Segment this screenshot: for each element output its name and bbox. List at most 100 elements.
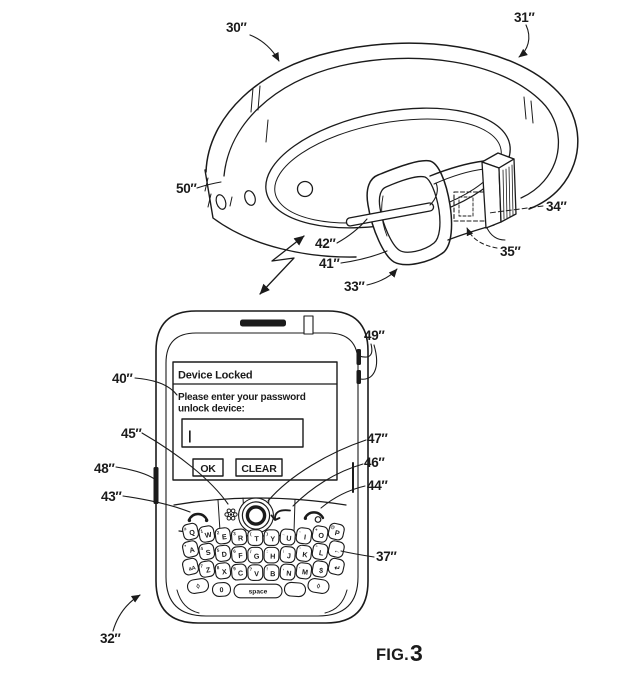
key-main-label: B	[270, 569, 275, 578]
ref-label-43: 43″	[101, 489, 122, 504]
keyboard-key-O[interactable]: O+	[311, 525, 329, 543]
keyboard-key-C[interactable]: C9	[230, 563, 248, 581]
keyboard-key-L[interactable]: L"	[311, 542, 329, 561]
key-main-label: $	[318, 566, 323, 576]
key-main-label: C	[238, 568, 244, 577]
ref-label-35: 35″	[500, 244, 521, 259]
keyboard-key-X[interactable]: X8	[214, 562, 232, 580]
key-alt-label: ,	[283, 565, 285, 570]
key-alt-label: !	[266, 566, 268, 571]
ref-label-30: 30″	[226, 20, 247, 35]
key-main-label: V	[254, 569, 259, 578]
ref-label-41: 41″	[319, 256, 340, 271]
keyboard-key-aA[interactable]: aA	[181, 557, 200, 576]
keyboard-key-P[interactable]: P@	[327, 522, 345, 541]
sym-key[interactable]	[283, 581, 307, 598]
leader-44	[320, 485, 366, 509]
keyboard-key-G[interactable]: G/	[247, 546, 264, 564]
keyboard-key-Q[interactable]: Q#	[181, 522, 200, 541]
keyboard-key-H[interactable]: H:	[263, 546, 280, 564]
keyboard-key-↵[interactable]: ↵	[327, 557, 345, 576]
ref-label-46: 46″	[364, 455, 385, 470]
leader-42	[336, 218, 368, 244]
space-key[interactable]: space	[233, 583, 283, 599]
earpiece-speaker	[240, 319, 286, 327]
keyboard-key-$[interactable]: $	[311, 560, 329, 578]
figure-caption: FIG. 3	[376, 640, 423, 666]
key-main-label: N	[286, 569, 292, 578]
leader-34	[488, 205, 544, 214]
keyboard-key-S[interactable]: S4	[198, 542, 216, 561]
hidden-sensor-inner	[458, 196, 474, 217]
key-alt-label: ?	[249, 566, 252, 571]
ref-label-37: 37″	[376, 549, 397, 564]
key-alt-label: )	[266, 531, 268, 536]
qwerty-keyboard: Q#W1E2R3T(Y)U_I-O+P@A*S4D5F6G/H:J;K'L"←a…	[181, 522, 345, 599]
key-main-label: S	[205, 548, 211, 558]
ok-button[interactable]: OK	[192, 458, 224, 477]
leader-48	[115, 466, 157, 481]
right-shift-key[interactable]: ◊	[307, 578, 330, 595]
leader-33	[366, 268, 398, 286]
keyboard-key-Y[interactable]: Y)	[263, 529, 280, 547]
left-shift-key[interactable]: ◊	[186, 578, 210, 595]
keyboard-key-N[interactable]: N,	[279, 563, 296, 581]
top-mute-key[interactable]	[303, 315, 314, 335]
keyboard-key-A[interactable]: A*	[181, 540, 200, 558]
key-alt-label: _	[281, 530, 285, 535]
keyboard-key-I[interactable]: I-	[295, 527, 313, 545]
key-main-label: O	[318, 530, 325, 540]
figure-caption-number: 3	[410, 640, 423, 666]
keyboard-key-K[interactable]: K'	[295, 544, 313, 562]
keyboard-key-D[interactable]: D5	[214, 544, 232, 562]
zero-key[interactable]: 0	[211, 581, 232, 598]
strap-hole	[244, 190, 256, 206]
key-alt-label: -	[299, 529, 302, 534]
keyboard-key-E[interactable]: E2	[214, 527, 232, 545]
keyboard-key-U[interactable]: U_	[279, 528, 296, 546]
keyboard-key-T[interactable]: T(	[247, 529, 264, 547]
key-alt-label: 2	[217, 530, 221, 535]
call-handset-icon	[187, 512, 209, 523]
trackball[interactable]	[238, 497, 274, 534]
ref-label-47: 47″	[367, 431, 388, 446]
leader-31	[518, 24, 530, 58]
leader-49b	[359, 344, 378, 380]
keyboard-key-M[interactable]: M.	[295, 562, 313, 580]
clear-button-label: CLEAR	[241, 463, 277, 475]
password-input[interactable]	[181, 418, 304, 448]
back-arrow-icon	[270, 509, 291, 521]
keyboard-key-J[interactable]: J;	[279, 546, 296, 564]
key-alt-label: *	[184, 544, 187, 549]
key-alt-label: /	[250, 549, 252, 554]
keyboard-key-V[interactable]: V?	[247, 564, 264, 582]
right-side-key-lower[interactable]	[356, 370, 362, 384]
key-main-label: H	[270, 552, 275, 561]
leader-50	[196, 181, 222, 189]
keyboard-key-W[interactable]: W1	[198, 525, 216, 543]
key-alt-label: '	[299, 547, 301, 552]
end-key[interactable]	[295, 501, 335, 530]
password-prompt-line2: unlock device:	[178, 404, 245, 415]
ref-label-42: 42″	[315, 236, 336, 251]
end-call-icon	[303, 511, 325, 523]
key-main-label: ◊	[196, 583, 201, 591]
left-convenience-key[interactable]	[153, 467, 159, 504]
keyboard-key-B[interactable]: B!	[263, 564, 280, 582]
keyboard-key-R[interactable]: R3	[230, 528, 248, 546]
key-main-label: I	[304, 532, 307, 541]
key-alt-label: 4	[200, 546, 204, 551]
key-main-label: L	[318, 548, 324, 558]
menu-key[interactable]	[218, 499, 243, 528]
ref-label-31: 31″	[514, 10, 535, 25]
keyboard-key-Z[interactable]: Z7	[198, 560, 216, 578]
back-key[interactable]	[269, 499, 294, 528]
key-main-label: M	[302, 567, 309, 577]
keyboard-key-F[interactable]: F6	[230, 546, 248, 564]
keyboard-key-←[interactable]: ←	[327, 540, 345, 558]
call-key[interactable]	[178, 501, 216, 530]
key-alt-label: "	[315, 544, 318, 549]
key-main-label: K	[302, 550, 309, 560]
clear-button[interactable]: CLEAR	[235, 458, 283, 477]
